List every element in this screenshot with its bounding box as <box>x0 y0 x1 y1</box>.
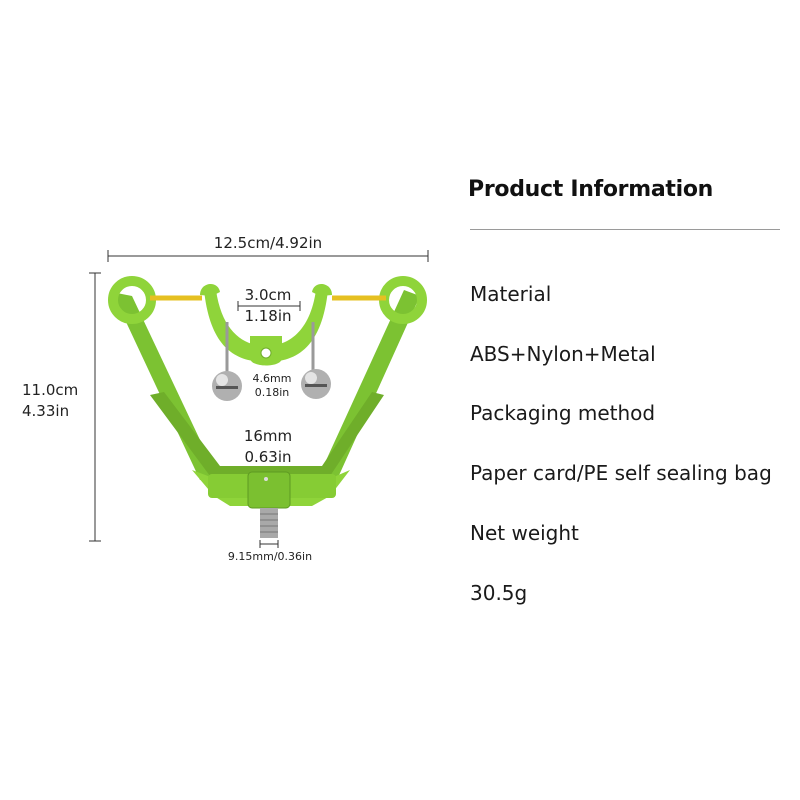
bell-spring <box>225 322 315 372</box>
product-figure: 12.5cm/4.92in 11.0cm 4.33in <box>22 234 429 563</box>
gap-dimension-line <box>237 301 301 311</box>
info-row-packaging-label: Packaging method <box>470 401 656 425</box>
info-row-weight-label: Net weight <box>470 521 579 545</box>
info-divider <box>470 229 780 230</box>
bell-label-in: 0.18in <box>255 386 290 399</box>
base-label-in: 0.63in <box>244 448 291 466</box>
info-row-packaging-value: Paper card/PE self sealing bag <box>470 461 772 485</box>
width-label: 12.5cm/4.92in <box>214 234 322 252</box>
info-row-material-value: ABS+Nylon+Metal <box>470 342 656 366</box>
height-label-in: 4.33in <box>22 402 69 420</box>
info-row-material-label: Material <box>470 282 552 306</box>
gap-label-in: 1.18in <box>244 307 291 325</box>
thread-dimension-line <box>259 540 279 548</box>
gap-label-cm: 3.0cm <box>245 286 292 304</box>
threaded-stud <box>260 508 278 538</box>
info-row-weight-value: 30.5g <box>470 581 528 605</box>
bell-icon <box>212 369 331 401</box>
base-label-mm: 16mm <box>244 427 292 445</box>
info-title: Product Information <box>468 177 714 202</box>
bell-label-mm: 4.6mm <box>253 372 292 385</box>
product-info-panel: Product Information Material ABS+Nylon+M… <box>468 170 780 605</box>
thread-label: 9.15mm/0.36in <box>228 550 312 563</box>
rod-holder-body <box>108 276 427 509</box>
height-label-cm: 11.0cm <box>22 381 78 399</box>
width-dimension-line <box>107 250 429 262</box>
height-dimension-line <box>89 272 101 542</box>
